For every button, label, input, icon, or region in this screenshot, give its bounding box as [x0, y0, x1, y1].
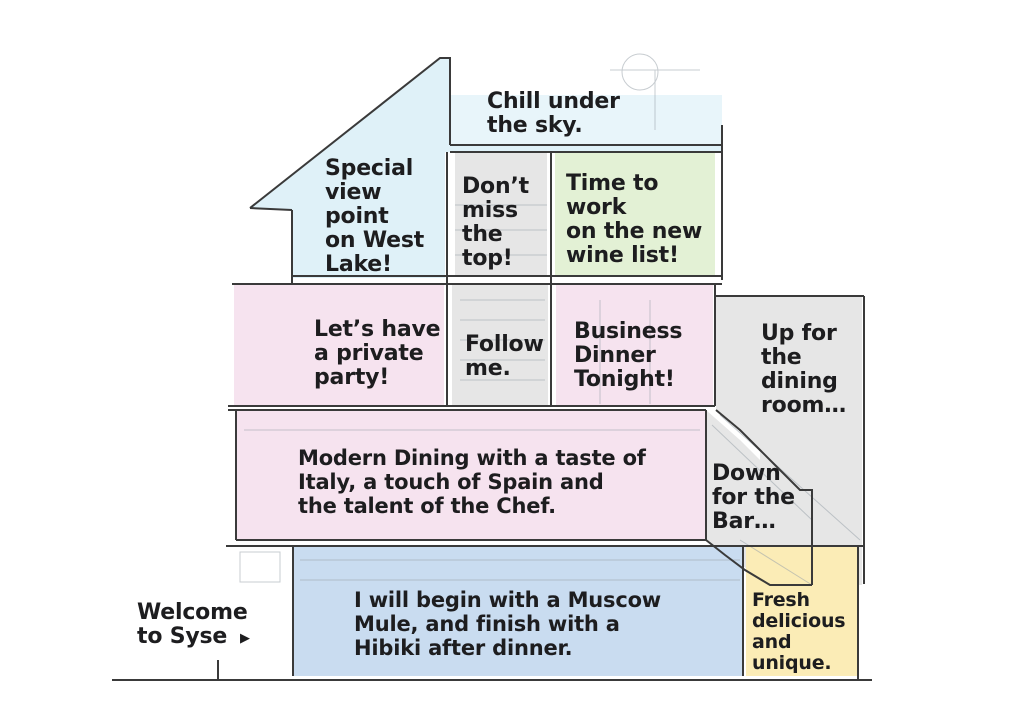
- label-business-dinner: Business Dinner Tonight!: [574, 319, 683, 392]
- zone-rooftop: [450, 95, 722, 145]
- zone-follow-stair: [452, 284, 548, 406]
- zone-wine-office: [555, 152, 715, 276]
- zone-stairwell: [716, 296, 862, 585]
- zone-kitchen: [746, 546, 858, 676]
- walls-and-floors: [112, 57, 872, 681]
- label-rooftop: Chill under the sky.: [487, 89, 620, 138]
- label-kitchen: Fresh delicious and unique.: [752, 589, 846, 674]
- label-view-point: Special view point on West Lake!: [325, 156, 425, 277]
- zone-down-bar: [706, 410, 812, 585]
- zone-modern-dining: [236, 410, 706, 540]
- label-follow-me: Follow me.: [465, 332, 544, 381]
- zone-bar: [293, 546, 743, 676]
- zone-business-dinner: [556, 284, 713, 406]
- label-up-dining: Up for the dining room…: [761, 321, 847, 418]
- interior-sketch-details: [239, 53, 861, 586]
- zone-private-party: [234, 284, 444, 406]
- entrance-arrow-icon: ▶: [240, 631, 250, 646]
- label-top-stair: Don’t miss the top!: [462, 174, 529, 271]
- label-bar: I will begin with a Muscow Mule, and fin…: [354, 588, 662, 660]
- label-modern-dining: Modern Dining with a taste of Italy, a t…: [298, 446, 646, 518]
- label-down-bar: Down for the Bar…: [712, 461, 795, 534]
- label-private-party: Let’s have a private party!: [314, 317, 441, 390]
- label-wine-office: Time to work on the new wine list!: [566, 171, 703, 268]
- zone-view-point: [250, 58, 722, 278]
- label-welcome: Welcome to Syse: [137, 600, 248, 649]
